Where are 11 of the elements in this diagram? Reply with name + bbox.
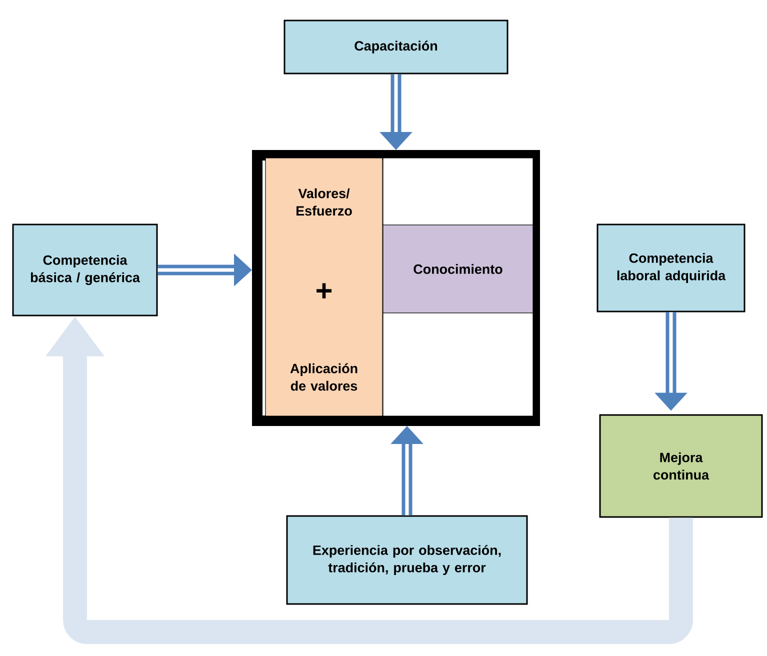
label: Valores/ Esfuerzo: [296, 188, 352, 216]
process-box: Competencia laboral adquirida: [596, 224, 746, 312]
process-box: Competencia básica / genérica: [12, 224, 158, 316]
knowledge-cell: Conocimiento: [382, 224, 534, 314]
process-box: Capacitación: [284, 20, 508, 74]
process-box: Experiencia por observación, tradición, prueba y error: [286, 515, 528, 605]
label: Aplicación de valores: [290, 363, 358, 391]
empty-cell: [382, 312, 534, 416]
process-box: Mejora continua: [599, 414, 763, 518]
plus-sign: +: [316, 283, 332, 298]
empty-cell: [382, 158, 534, 226]
